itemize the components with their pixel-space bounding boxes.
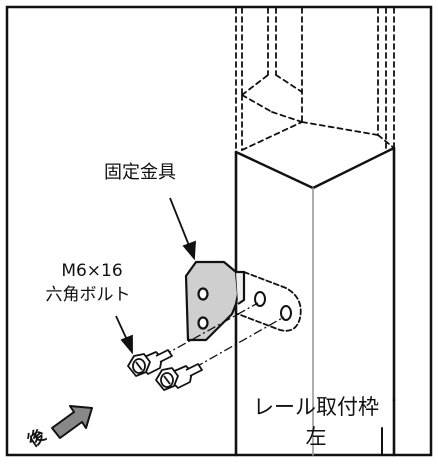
hex-bolt-1 [127, 349, 173, 377]
rear-label: 後 [24, 424, 51, 452]
hex-bolt-2 [155, 363, 203, 391]
bolt-size-label: M6×16 [61, 261, 122, 281]
rail-frame-label: レール取付枠 [253, 395, 379, 419]
rear-direction-arrow [51, 405, 93, 439]
rail-holes [254, 291, 292, 321]
fixing-bracket [184, 260, 246, 342]
diagram-frame [5, 5, 433, 457]
upper-frame-dashed [235, 7, 395, 153]
bolt-type-label: 六角ボルト [46, 285, 131, 305]
bracket-hidden-flange [237, 271, 302, 332]
rail-frame-side-label: 左 [306, 425, 327, 449]
fixing-bracket-label: 固定金具 [104, 162, 176, 183]
leader-lines [115, 197, 196, 355]
